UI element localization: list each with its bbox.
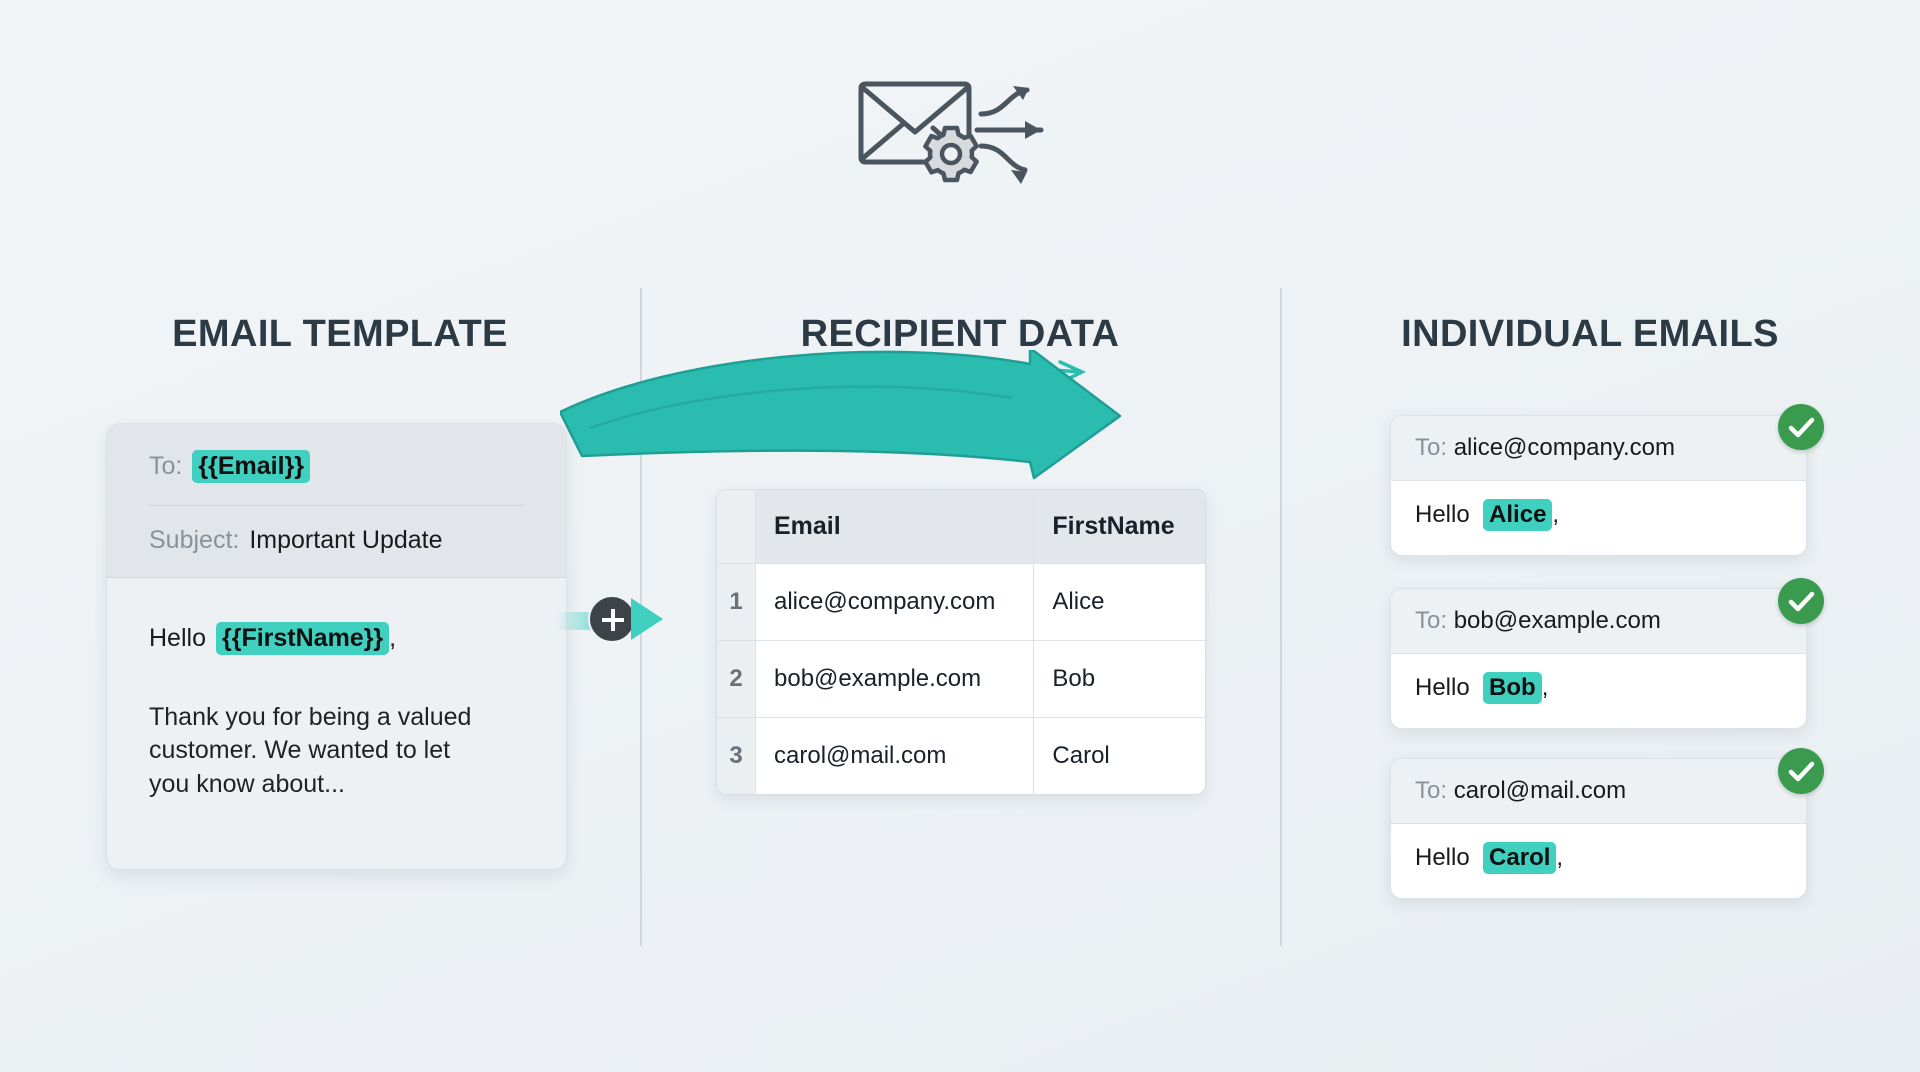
output-greeting-suffix: , <box>1541 674 1549 701</box>
output-greeting-prefix: Hello <box>1415 501 1470 528</box>
output-email-to-value: carol@mail.com <box>1453 777 1627 804</box>
merge-flow-arrow <box>560 350 1122 480</box>
cell-email[interactable]: carol@mail.com <box>755 717 1035 794</box>
merge-tag-firstname[interactable]: {{FirstName}} <box>215 621 390 655</box>
template-greeting-row: Hello {{FirstName}} , <box>149 621 524 655</box>
row-number: 1 <box>717 563 756 641</box>
output-email-body: Hello Alice, <box>1391 481 1806 555</box>
section-title-recipient-data: RECIPIENT DATA <box>800 313 1120 355</box>
row-number: 3 <box>717 717 756 794</box>
cell-email[interactable]: bob@example.com <box>755 640 1035 718</box>
template-subject-row: Subject: Important Update <box>149 526 524 555</box>
merge-tag-email[interactable]: {{Email}} <box>192 450 310 483</box>
template-paragraph: Thank you for being a valued customer. W… <box>149 702 472 798</box>
output-email-to-label: To: <box>1415 607 1448 634</box>
output-email-card[interactable]: To: alice@company.com Hello Alice, <box>1390 415 1807 556</box>
output-greeting-prefix: Hello <box>1415 844 1470 871</box>
thin-arrow-lower <box>828 409 1007 434</box>
output-email-to-row: To: alice@company.com <box>1391 416 1806 481</box>
output-email-to-value: bob@example.com <box>1453 607 1661 634</box>
output-email-to-row: To: bob@example.com <box>1391 589 1806 654</box>
arrow-inner-line <box>589 385 1013 430</box>
table-header-email: Email <box>755 490 1035 564</box>
gear-icon <box>923 125 979 183</box>
template-header: To: {{Email}} Subject: Important Update <box>107 424 566 578</box>
connector-arrow-icon <box>631 598 663 640</box>
merged-value-firstname: Carol <box>1483 842 1557 874</box>
check-icon <box>1778 578 1824 624</box>
envelope-gear-distribute-icon <box>858 81 1044 184</box>
output-greeting-suffix: , <box>1556 844 1564 871</box>
cell-firstname[interactable]: Alice <box>1033 563 1205 641</box>
plus-icon[interactable] <box>588 595 636 643</box>
template-greeting-prefix: Hello <box>149 623 206 652</box>
section-title-email-template: EMAIL TEMPLATE <box>172 313 508 355</box>
output-email-body: Hello Carol, <box>1391 824 1806 898</box>
template-greeting-suffix: , <box>389 623 397 652</box>
template-to-label: To: <box>149 451 183 480</box>
main-arrow-body <box>560 350 1122 480</box>
merged-value-firstname: Alice <box>1483 499 1553 531</box>
output-greeting-prefix: Hello <box>1415 674 1470 701</box>
section-title-individual-emails: INDIVIDUAL EMAILS <box>1401 313 1779 355</box>
table-row[interactable]: 1 alice@company.com Alice <box>717 563 1205 641</box>
template-divider <box>149 504 524 506</box>
output-email-body: Hello Bob, <box>1391 654 1806 728</box>
merged-value-firstname: Bob <box>1483 672 1542 704</box>
recipient-data-table[interactable]: Email FirstName 1 alice@company.com Alic… <box>716 489 1206 795</box>
check-icon <box>1778 748 1824 794</box>
template-subject-label: Subject: <box>149 525 240 554</box>
output-email-card[interactable]: To: carol@mail.com Hello Carol, <box>1390 758 1807 899</box>
output-email-to-value: alice@company.com <box>1453 434 1676 461</box>
output-email-card[interactable]: To: bob@example.com Hello Bob, <box>1390 588 1807 729</box>
column-divider-right <box>1280 288 1282 946</box>
row-number: 2 <box>717 640 756 718</box>
template-subject-value: Important Update <box>249 525 443 554</box>
output-email-to-label: To: <box>1415 777 1448 804</box>
table-row[interactable]: 3 carol@mail.com Carol <box>717 717 1205 794</box>
table-row[interactable]: 2 bob@example.com Bob <box>717 640 1205 718</box>
merge-connector <box>555 595 675 647</box>
template-body: Hello {{FirstName}} , Thank you for bein… <box>107 578 566 801</box>
output-email-to-label: To: <box>1415 434 1448 461</box>
cell-email[interactable]: alice@company.com <box>755 563 1035 641</box>
table-header-row: Email FirstName <box>717 490 1205 564</box>
table-header-firstname: FirstName <box>1033 490 1205 564</box>
cell-firstname[interactable]: Carol <box>1052 742 1110 769</box>
template-to-row: To: {{Email}} <box>149 450 524 483</box>
output-email-to-row: To: carol@mail.com <box>1391 759 1806 824</box>
cell-firstname[interactable]: Bob <box>1033 640 1205 718</box>
output-greeting-suffix: , <box>1552 501 1560 528</box>
table-header-rownum <box>717 490 756 564</box>
check-icon <box>1778 404 1824 450</box>
email-template-card[interactable]: To: {{Email}} Subject: Important Update … <box>106 423 567 870</box>
thin-arrow-upper <box>858 360 1087 385</box>
